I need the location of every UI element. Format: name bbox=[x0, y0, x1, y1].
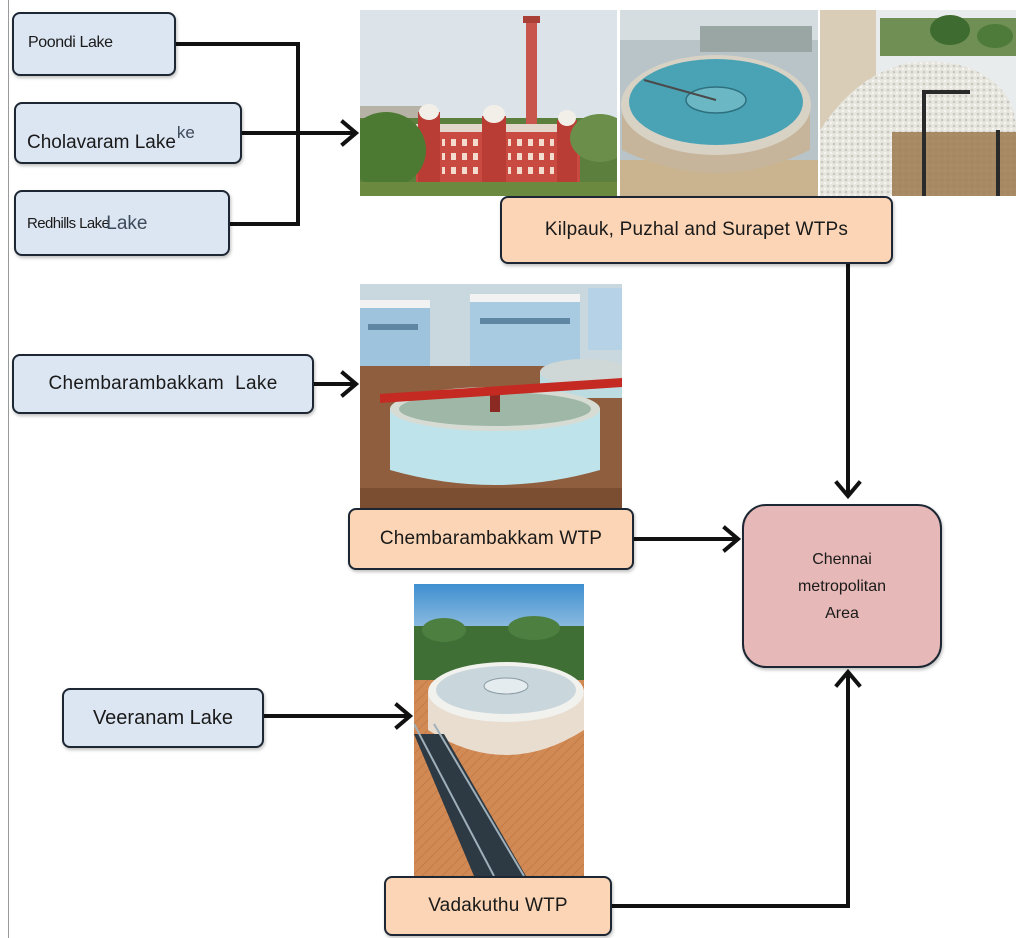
chennai-metropolitan-area-box: Chennai metropolitan Area bbox=[742, 504, 942, 668]
kilpauk-to-chennai-arrowhead bbox=[834, 480, 862, 500]
vadakuthu-plant-image bbox=[414, 584, 584, 876]
chembarambakkam-plant-image bbox=[360, 284, 622, 508]
destination-line-2: metropolitan bbox=[797, 577, 887, 595]
chembarambakkam-lake-label: Chembarambakkam Lake bbox=[48, 373, 278, 394]
veeranam-lake-box: Veeranam Lake bbox=[62, 688, 264, 748]
chembarambakkam-wtp-label: Chembarambakkam WTP bbox=[379, 528, 603, 549]
chembarambakkam-lake-arrowhead bbox=[340, 370, 360, 398]
heritage-building bbox=[416, 104, 580, 186]
kilpauk-wtp-photo bbox=[360, 10, 617, 196]
filter-mound-image bbox=[820, 10, 1016, 196]
chembarambakkam-wtp-photo bbox=[360, 284, 622, 508]
chembarambakkam-wtp-box: Chembarambakkam WTP bbox=[348, 508, 634, 570]
vadakuthu-wtp-box: Vadakuthu WTP bbox=[384, 876, 612, 936]
destination-line-1: Chennai bbox=[812, 550, 872, 568]
surapet-wtp-photo bbox=[820, 10, 1016, 196]
chembarambakkam-wtp-to-chennai-arrowhead bbox=[722, 525, 742, 553]
kilpauk-heritage-building-image bbox=[360, 10, 617, 196]
clarifier-image bbox=[620, 10, 818, 196]
redhills-lake-label: Redhills Lake bbox=[27, 214, 110, 232]
poondi-lake-box: Poondi Lake bbox=[12, 12, 176, 76]
vadakuthu-wtp-photo bbox=[414, 584, 584, 876]
poondi-lake-label: Poondi Lake bbox=[28, 34, 113, 51]
kilpauk-puzhal-surapet-wtps-box: Kilpauk, Puzhal and Surapet WTPs bbox=[500, 196, 893, 264]
clarifier-tank bbox=[621, 55, 811, 173]
redhills-lake-overlap-text: Lake bbox=[106, 213, 148, 234]
chembarambakkam-lake-box: Chembarambakkam Lake bbox=[12, 354, 314, 414]
veeranam-lake-arrowhead bbox=[394, 702, 414, 730]
cholavaram-lake-overlap-text: ke bbox=[176, 123, 195, 142]
clarifier-tank bbox=[428, 662, 584, 755]
chimney bbox=[523, 16, 540, 150]
lakes-to-kilpauk-arrowhead bbox=[340, 119, 360, 147]
left-border-line bbox=[8, 0, 9, 938]
vadakuthu-to-chennai-arrow bbox=[610, 672, 850, 908]
cholavaram-lake-label: Cholavaram Lake bbox=[27, 132, 176, 153]
vadakuthu-to-chennai-arrowhead bbox=[834, 668, 862, 688]
destination-line-3: Area bbox=[825, 604, 859, 622]
veeranam-lake-label: Veeranam Lake bbox=[92, 706, 234, 729]
metal-walkway bbox=[414, 723, 526, 876]
red-bridge bbox=[380, 378, 622, 403]
vadakuthu-wtp-label: Vadakuthu WTP bbox=[428, 895, 568, 916]
kilpauk-puzhal-surapet-wtps-label: Kilpauk, Puzhal and Surapet WTPs bbox=[544, 219, 849, 240]
puzhal-wtp-photo bbox=[620, 10, 818, 196]
